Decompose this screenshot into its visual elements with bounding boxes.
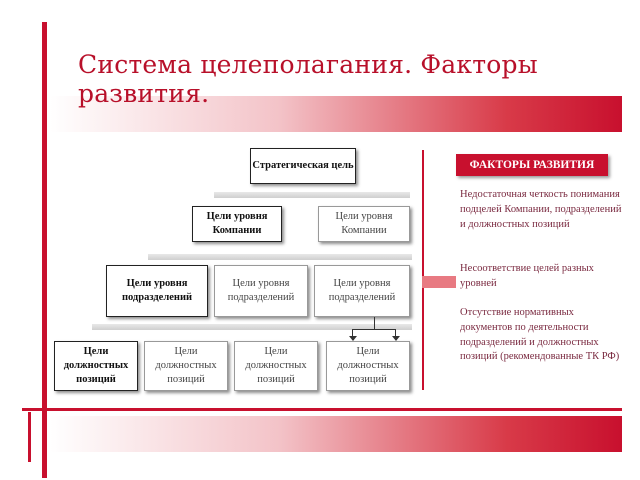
position-goal-label: Цели должностных позиций bbox=[155, 346, 217, 385]
department-goal-box-main: Цели уровня подразделений bbox=[106, 265, 208, 317]
department-goal-label: Цели уровня подразделений bbox=[328, 278, 396, 303]
company-goal-label: Цели уровня Компании bbox=[206, 211, 268, 236]
department-goal-label: Цели уровня подразделений bbox=[227, 278, 295, 303]
company-goal-box: Цели уровня Компании bbox=[318, 206, 410, 242]
shelf-company bbox=[214, 192, 410, 198]
position-goal-box-main: Цели должностных позиций bbox=[54, 341, 138, 391]
position-goal-box: Цели должностных позиций bbox=[326, 341, 410, 391]
arrow-head-left bbox=[349, 336, 357, 341]
factor-item: Несоответствие целей разных уровней bbox=[460, 263, 594, 289]
department-goal-label: Цели уровня подразделений bbox=[121, 278, 193, 303]
factor-item: Отсутствие нормативных документов по дея… bbox=[460, 307, 620, 363]
position-goal-label: Цели должностных позиций bbox=[63, 346, 129, 385]
position-goal-box: Цели должностных позиций bbox=[144, 341, 228, 391]
strategic-goal-box: Стратегическая цель bbox=[250, 148, 356, 184]
shelf-department bbox=[148, 254, 412, 260]
factors-heading: ФАКТОРЫ РАЗВИТИЯ bbox=[456, 154, 608, 176]
department-goal-box: Цели уровня подразделений bbox=[214, 265, 308, 317]
page-title: Система целеполагания. Факторы развития. bbox=[78, 50, 538, 108]
bottom-accent-line bbox=[22, 408, 622, 411]
position-goal-box: Цели должностных позиций bbox=[234, 341, 318, 391]
connector-vertical bbox=[374, 317, 375, 329]
company-goal-label: Цели уровня Компании bbox=[335, 211, 393, 236]
company-goal-box-main: Цели уровня Компании bbox=[192, 206, 282, 242]
position-goal-label: Цели должностных позиций bbox=[245, 346, 307, 385]
factors-pointer bbox=[422, 276, 456, 288]
shelf-position bbox=[92, 324, 412, 330]
factor-item: Недостаточная четкость понимания подцеле… bbox=[460, 189, 622, 230]
left-accent-line bbox=[42, 22, 47, 478]
connector-horizontal bbox=[352, 329, 396, 330]
left-accent-line-thin bbox=[28, 412, 31, 462]
connector-left-drop bbox=[352, 329, 353, 337]
factors-divider-line bbox=[422, 150, 424, 390]
arrow-head-right bbox=[392, 336, 400, 341]
strategic-goal-label: Стратегическая цель bbox=[252, 160, 354, 171]
title-gradient-bar bbox=[50, 96, 622, 132]
footer-gradient-bar bbox=[50, 416, 622, 452]
department-goal-box: Цели уровня подразделений bbox=[314, 265, 410, 317]
position-goal-label: Цели должностных позиций bbox=[337, 346, 399, 385]
connector-right-drop bbox=[395, 329, 396, 337]
